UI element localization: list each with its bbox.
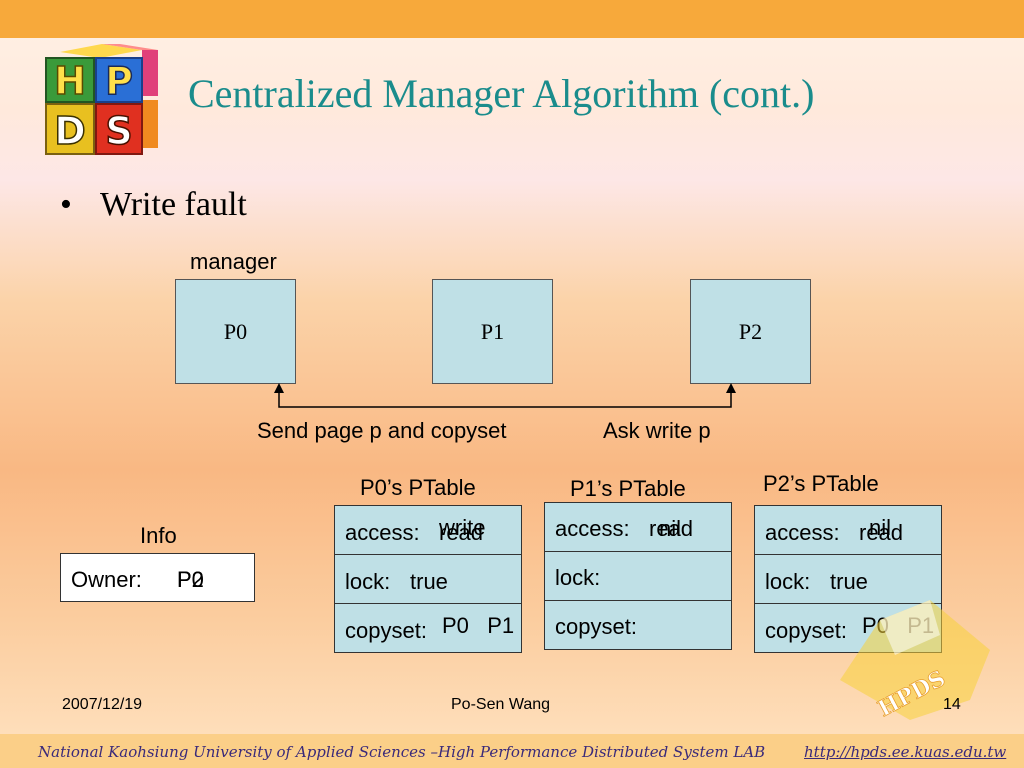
copyset-label: copyset: <box>345 618 427 643</box>
copyset-label: copyset: <box>555 614 637 639</box>
hpds-logo: H P D S <box>45 44 158 155</box>
footer-date: 2007/12/19 <box>62 696 143 713</box>
lock-row: lock: true <box>755 555 941 604</box>
lock-value: true <box>410 569 448 594</box>
access-value-old: read <box>439 520 484 545</box>
copyset-value: P0 P1 <box>442 613 515 638</box>
owner-label: Owner: <box>71 567 142 592</box>
copyset-row: copyset: <box>545 601 731 649</box>
p0-ptable-heading: P0’s PTable <box>360 475 476 500</box>
copyset-row: copyset: P0 P1 <box>335 604 521 652</box>
top-banner <box>0 0 1024 38</box>
access-value-new: nil <box>869 515 892 540</box>
lock-label: lock: <box>345 569 391 594</box>
process-label: P2 <box>738 318 763 344</box>
access-value-old: read <box>859 520 904 545</box>
process-box-p2: P2 <box>690 279 811 384</box>
send-page-label: Send page p and copyset <box>257 418 507 443</box>
lock-value: true <box>830 569 868 594</box>
process-label: P0 <box>223 318 248 344</box>
access-label: access: <box>345 520 420 545</box>
lock-label: lock: <box>765 569 811 594</box>
info-box: Owner: P0 P2 <box>60 553 255 602</box>
access-value-new: write <box>439 515 486 540</box>
manager-label: manager <box>190 249 277 274</box>
access-value-old: read <box>649 516 694 541</box>
arrowhead-to-p2 <box>726 383 736 393</box>
p1-ptable-heading: P1’s PTable <box>570 476 686 501</box>
logo-letter-d: D <box>54 109 86 153</box>
ask-write-label: Ask write p <box>603 418 711 443</box>
footer-author: Po-Sen Wang <box>451 696 551 713</box>
lock-label: lock: <box>555 565 601 590</box>
owner-value-new: P2 <box>177 567 204 592</box>
access-row: access: read nil <box>545 503 731 552</box>
logo-letter-s: S <box>105 109 132 153</box>
p0-ptable: access: read write lock: true copyset: P… <box>334 505 522 653</box>
access-label: access: <box>765 520 840 545</box>
access-row: access: read write <box>335 506 521 555</box>
p1-ptable: access: read nil lock: copyset: <box>544 502 732 650</box>
info-heading: Info <box>140 523 177 548</box>
bullet-text: Write fault <box>100 186 247 223</box>
lock-row: lock: true <box>335 555 521 604</box>
logo-letter-p: P <box>105 59 133 103</box>
bottom-banner <box>0 734 1024 768</box>
access-row: access: read nil <box>755 506 941 555</box>
process-label: P1 <box>480 318 505 344</box>
hpds-watermark: HPDS <box>840 600 990 723</box>
copyset-label: copyset: <box>765 618 847 643</box>
slide-title: Centralized Manager Algorithm (cont.) <box>188 71 815 116</box>
access-label: access: <box>555 516 630 541</box>
owner-value-old: P0 <box>177 567 204 592</box>
bullet-symbol: • <box>60 186 72 223</box>
lab-url-link[interactable]: http://hpds.ee.kuas.edu.tw <box>804 743 1007 761</box>
logo-letter-h: H <box>54 59 86 103</box>
arrow-connector <box>278 392 732 408</box>
page-number: 14 <box>943 696 961 713</box>
process-box-p1: P1 <box>432 279 553 384</box>
lock-row: lock: <box>545 552 731 601</box>
access-value-new: nil <box>659 516 682 541</box>
p2-ptable-heading: P2’s PTable <box>763 471 879 496</box>
process-box-p0: P0 <box>175 279 296 384</box>
arrowhead-to-p0 <box>274 383 284 393</box>
institution-text: National Kaohsiung University of Applied… <box>38 743 766 761</box>
